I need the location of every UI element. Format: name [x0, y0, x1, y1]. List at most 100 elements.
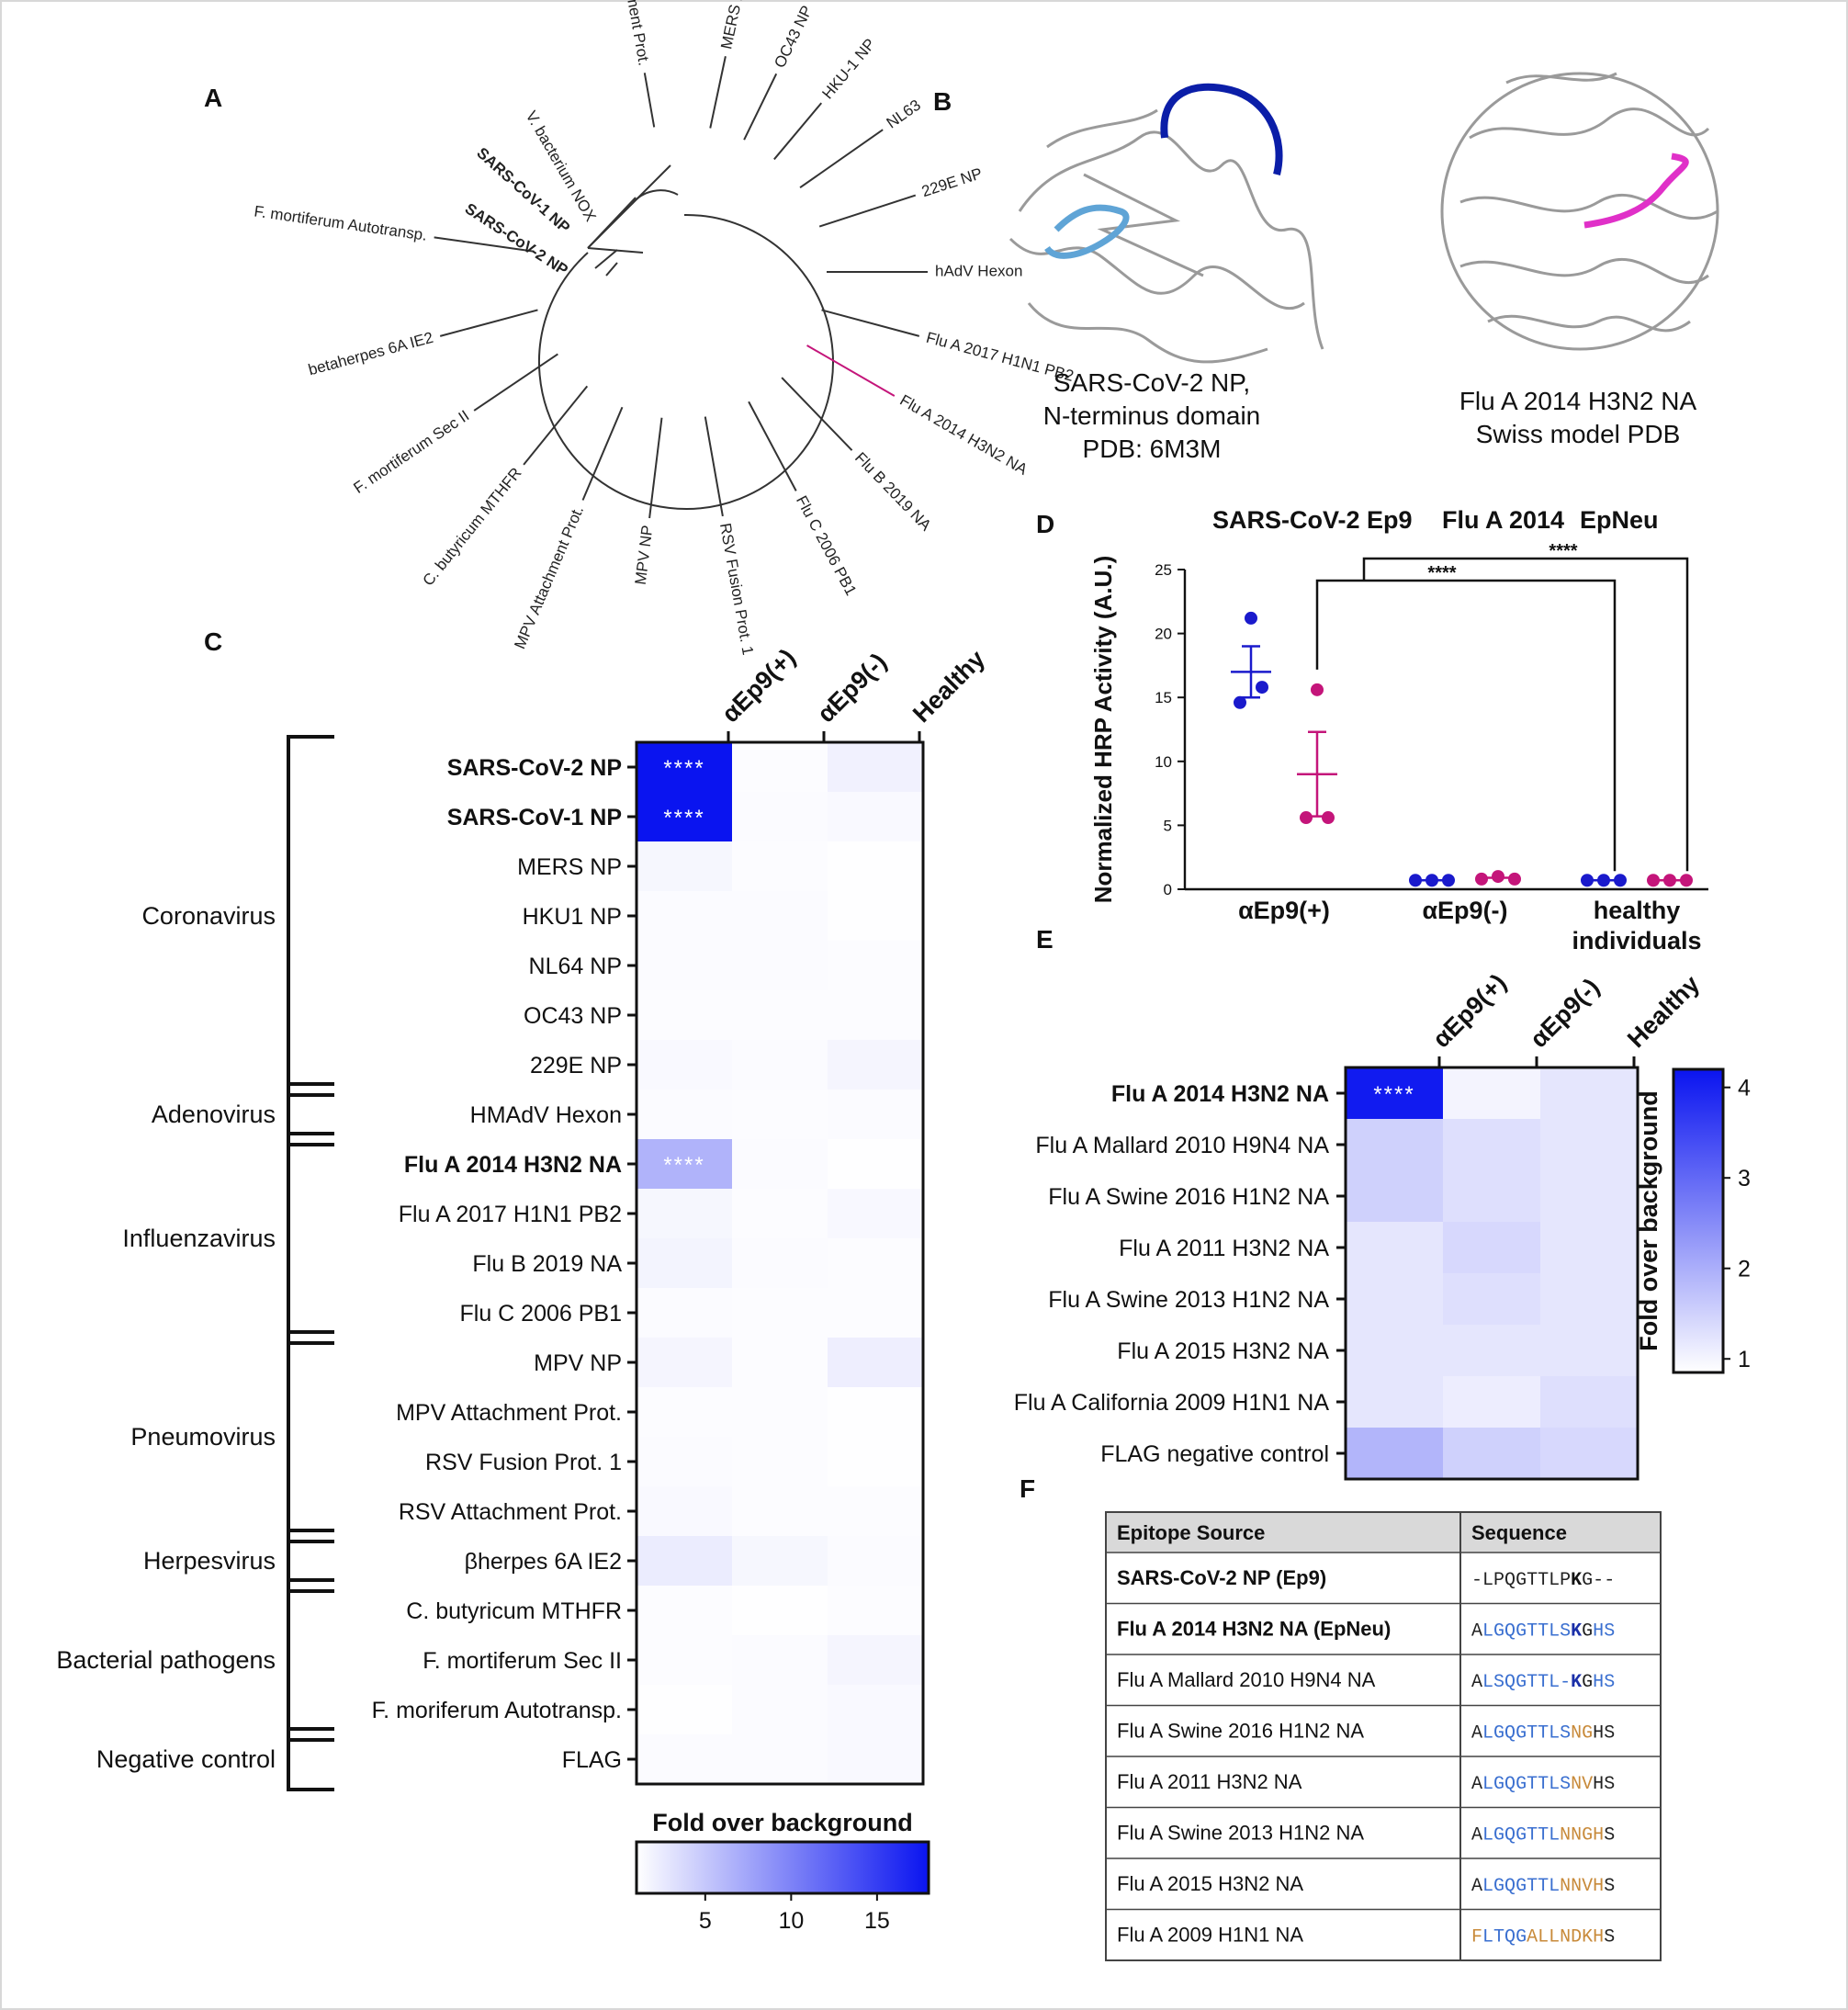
sequence-residue: L	[1549, 1876, 1560, 1897]
structure-sars2-np	[1009, 83, 1324, 364]
heatmap-cell	[828, 1486, 923, 1536]
sequence-residue: S	[1604, 1825, 1615, 1846]
row-label: F. moriferum Autotransp.	[372, 1698, 622, 1723]
heatmap-cell	[732, 1387, 828, 1437]
sequence-residue: L	[1482, 1927, 1493, 1948]
heatmap-cell	[828, 1635, 923, 1685]
heatmap-cell	[1443, 1170, 1540, 1222]
heatmap-cell	[1346, 1067, 1443, 1119]
heatmap-c: ************αEp9(+)αEp9(-)HealthySARS-Co…	[56, 643, 990, 1934]
heatmap-cell	[1443, 1273, 1540, 1325]
group-label: Influenzavirus	[122, 1225, 276, 1252]
significance-mark: ****	[663, 806, 704, 830]
panel-label-d: D	[1036, 510, 1054, 538]
tree-branch	[781, 377, 853, 451]
sequence-residue: T	[1538, 1621, 1549, 1643]
sequence-residue: G	[1516, 1723, 1527, 1745]
tree-branch	[434, 236, 535, 253]
heatmap-cell	[732, 841, 828, 891]
data-point	[1409, 874, 1422, 887]
heatmap-cell	[1346, 1119, 1443, 1170]
row-label: OC43 NP	[524, 1003, 622, 1029]
heatmap-cell	[828, 990, 923, 1040]
sequence-residue: N	[1571, 1723, 1582, 1745]
row-label: Flu A 2014 H3N2 NA	[1111, 1081, 1329, 1107]
sequence-residue: L	[1482, 1825, 1493, 1846]
heatmap-cell	[637, 1040, 732, 1090]
sequence-residue: H	[1593, 1825, 1604, 1846]
heatmap-cell	[732, 1189, 828, 1238]
group-bracket	[287, 735, 334, 1097]
colorbar-tick-label: 2	[1738, 1257, 1751, 1282]
table-cell-source: Flu A Swine 2013 H1N2 NA	[1117, 1822, 1364, 1845]
sequence-residue: L	[1549, 1570, 1560, 1591]
heatmap-cell	[1443, 1325, 1540, 1376]
data-point	[1425, 874, 1438, 887]
heatmap-cell	[1540, 1273, 1638, 1325]
caption-left-line: SARS-CoV-2 NP,	[1054, 368, 1250, 397]
tree-branch	[818, 194, 917, 228]
heatmap-cell	[637, 1090, 732, 1139]
sequence-residue: T	[1527, 1621, 1538, 1643]
tree-branch	[587, 164, 671, 249]
table-header: Sequence	[1471, 1521, 1567, 1544]
table-cell-source: SARS-CoV-2 NP (Ep9)	[1117, 1566, 1326, 1589]
heatmap-cell	[828, 841, 923, 891]
sequence-residue: Q	[1504, 1825, 1516, 1846]
panel-label-a: A	[204, 84, 222, 112]
tree-label-hadv: hAdV Hexon	[935, 262, 1022, 279]
row-label: RSV Attachment Prot.	[399, 1499, 622, 1525]
sequence-residue: L	[1482, 1774, 1493, 1795]
data-point	[1663, 874, 1676, 887]
sequence-residue: G	[1493, 1774, 1504, 1795]
sequence-residue: K	[1571, 1621, 1582, 1643]
sequence-residue: T	[1538, 1672, 1549, 1693]
sequence-residue: S	[1604, 1723, 1615, 1745]
table-header: Epitope Source	[1117, 1521, 1265, 1544]
sequence-residue: -	[1604, 1570, 1615, 1591]
sequence-residue: G	[1493, 1876, 1504, 1897]
sequence-residue: G	[1582, 1570, 1593, 1591]
sequence-residue: A	[1471, 1825, 1482, 1846]
colorbar-title: Fold over background	[1635, 1090, 1662, 1351]
heatmap-cell	[828, 1040, 923, 1090]
heatmap-cell	[1346, 1222, 1443, 1273]
row-label: Flu A 2014 H3N2 NA	[404, 1152, 622, 1178]
sequence-residue: K	[1571, 1672, 1582, 1693]
sequence-residue: S	[1560, 1774, 1571, 1795]
group-bracket	[287, 1578, 334, 1742]
group-label: Herpesvirus	[143, 1547, 276, 1575]
y-axis-label: Normalized HRP Activity (A.U.)	[1089, 556, 1117, 904]
row-label: Flu B 2019 NA	[472, 1251, 622, 1277]
row-label: MPV Attachment Prot.	[396, 1400, 622, 1426]
group-bracket	[287, 1330, 334, 1543]
significance-mark: ****	[1373, 1082, 1414, 1107]
sequence-residue: G	[1582, 1723, 1593, 1745]
row-label: F. mortiferum Sec II	[423, 1648, 622, 1674]
sequence-residue: T	[1538, 1570, 1549, 1591]
table-cell-sequence: ALGQGTTLSNGHS	[1471, 1723, 1615, 1745]
heatmap-cell	[1346, 1325, 1443, 1376]
tree-branch	[643, 73, 656, 128]
heatmap-cell	[1346, 1170, 1443, 1222]
row-label: MPV NP	[534, 1350, 622, 1376]
row-label: FLAG	[562, 1747, 622, 1773]
heatmap-cell	[828, 742, 923, 792]
structure-flu-na	[1440, 72, 1719, 351]
heatmap-cell	[1443, 1428, 1540, 1479]
y-tick-label: 20	[1155, 626, 1172, 643]
sequence-residue: H	[1593, 1927, 1604, 1948]
heatmap-cell	[637, 1189, 732, 1238]
heatmap-cell	[637, 742, 732, 792]
heatmap-cell	[1443, 1222, 1540, 1273]
panel-label-e: E	[1036, 925, 1054, 954]
row-label: HKU1 NP	[523, 904, 622, 930]
colorbar	[635, 1840, 930, 1895]
row-label: Flu A 2017 H1N1 PB2	[399, 1202, 622, 1227]
colorbar-tick-label: 3	[1738, 1166, 1751, 1191]
row-label: C. butyricum MTHFR	[406, 1598, 622, 1624]
sequence-residue: T	[1538, 1723, 1549, 1745]
sequence-residue: T	[1527, 1672, 1538, 1693]
sequence-residue: A	[1471, 1876, 1482, 1897]
